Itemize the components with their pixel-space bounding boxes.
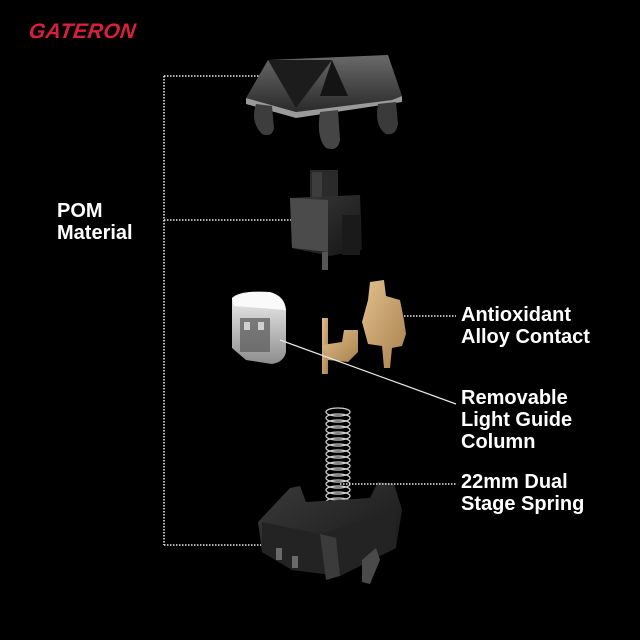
light-guide-column-part [232, 291, 286, 364]
spring-label-line1: 22mm Dual [461, 471, 568, 493]
spring-label-line2: Stage Spring [461, 493, 585, 515]
alloy-contacts-part [322, 280, 406, 374]
light-guide-label-line2: Light Guide [461, 409, 573, 431]
contact-label-line1: Antioxidant [461, 304, 571, 326]
spring-label: 22mm Dual Stage Spring [461, 471, 584, 515]
bottom-housing-part [258, 482, 402, 584]
pom-label-line1: POM [57, 200, 103, 222]
pom-material-label: POM Material [57, 200, 133, 244]
stem-part [290, 170, 362, 270]
light-guide-label-line1: Removable [461, 387, 568, 409]
right-leaders [279, 315, 457, 485]
alloy-contact-label: Antioxidant Alloy Contact [461, 304, 590, 348]
contact-label-line2: Alloy Contact [461, 326, 590, 348]
light-guide-label-line3: Column [461, 431, 536, 453]
light-guide-label: Removable Light Guide Column [461, 387, 572, 453]
top-housing-part [246, 55, 402, 149]
pom-label-line2: Material [57, 222, 133, 244]
